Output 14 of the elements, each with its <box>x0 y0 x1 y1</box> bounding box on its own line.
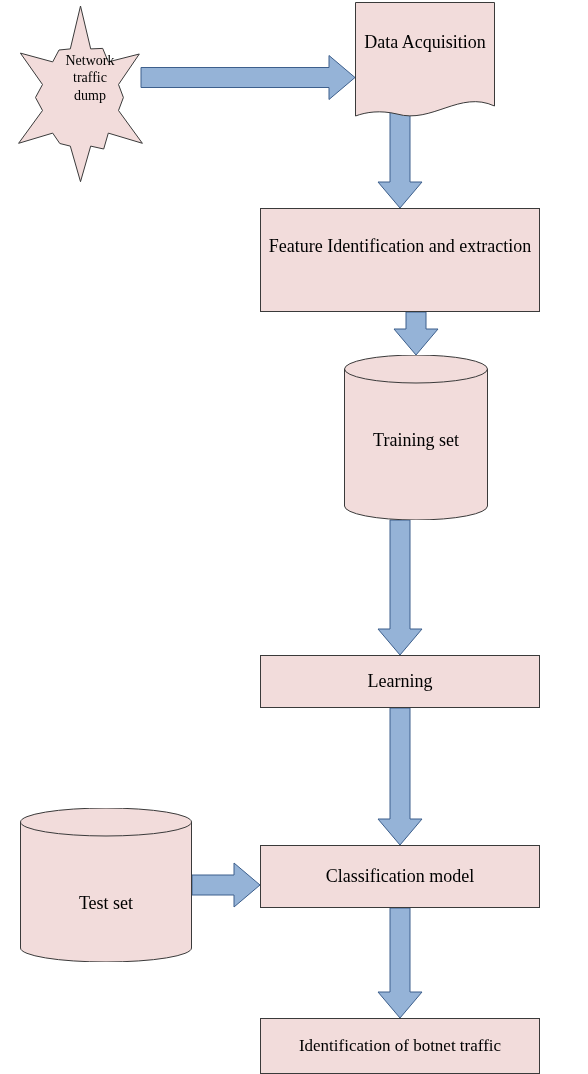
node-label: Feature Identification and extraction <box>268 234 532 258</box>
node-label: Test set <box>78 891 134 915</box>
node-label: Identification of botnet traffic <box>298 1035 502 1057</box>
node-label: Training set <box>373 428 459 452</box>
node-label: Learning <box>367 670 433 693</box>
block-arrow <box>140 55 356 100</box>
node-label: Network traffic dump <box>64 51 116 105</box>
block-arrow <box>377 519 423 656</box>
block-arrow <box>191 862 261 908</box>
block-arrow <box>377 907 423 1019</box>
node-label: Classification model <box>325 865 475 888</box>
block-arrow <box>393 311 439 356</box>
block-arrow <box>377 707 423 846</box>
node-label: Data Acquisition <box>364 30 486 54</box>
